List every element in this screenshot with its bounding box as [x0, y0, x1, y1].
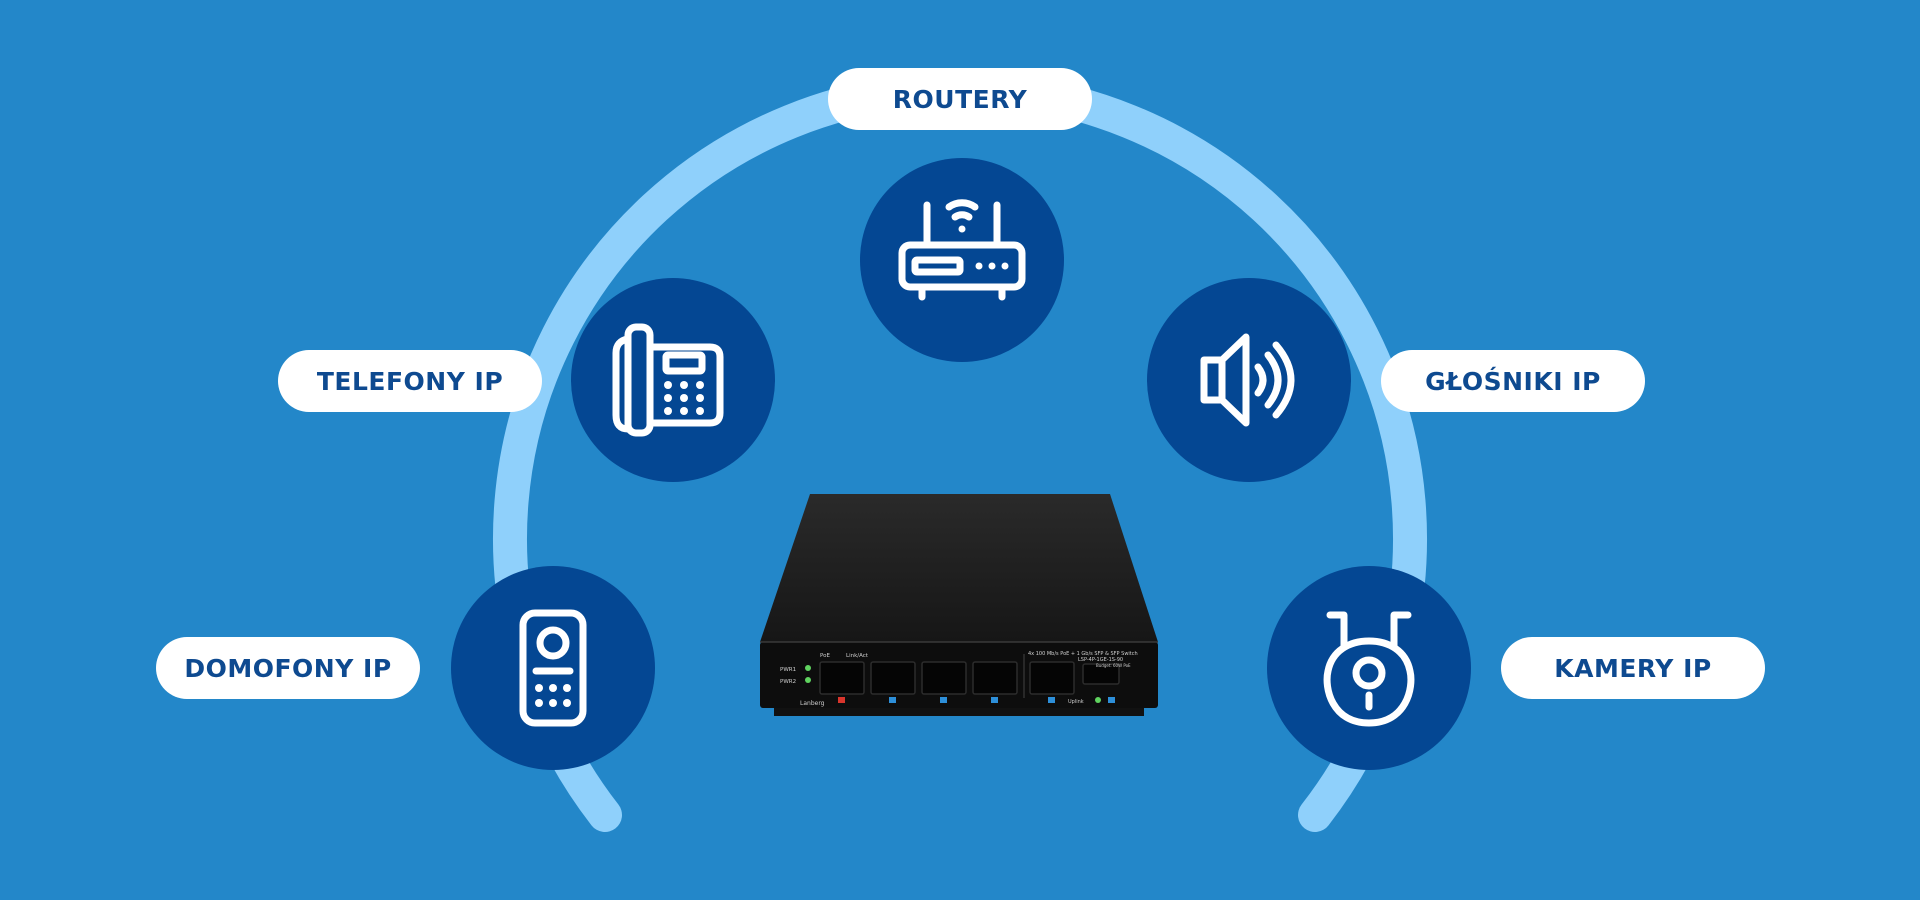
- model-code: LSP-4P-1GE-1S-90: [1078, 657, 1123, 663]
- budget-label: Budget: 60W PoE: [1096, 663, 1131, 668]
- label-kamery-ip: KAMERY IP: [1501, 637, 1765, 699]
- poe-switch: PWR1 PWR2 PoE Link/Act 4x 100 Mb/s PoE +…: [758, 492, 1162, 720]
- uplink-label: Uplink: [1068, 699, 1084, 705]
- router-icon: [898, 199, 1026, 301]
- speaker-circle: [1147, 278, 1351, 482]
- poe-label: PoE: [820, 653, 830, 659]
- pwr1-label: PWR1: [780, 667, 796, 673]
- label-domofony-ip: DOMOFONY IP: [156, 637, 420, 699]
- link-act-label: Link/Act: [846, 653, 869, 659]
- pwr2-label: PWR2: [780, 679, 796, 685]
- label-telefony-ip: TELEFONY IP: [278, 350, 542, 412]
- label-routery: ROUTERY: [828, 68, 1092, 130]
- desk-phone-icon: [612, 323, 724, 437]
- model-line: 4x 100 Mb/s PoE + 1 Gb/s SFP & SFP Switc…: [1028, 651, 1138, 657]
- brand-label: Lanberg: [800, 700, 825, 707]
- speaker-icon: [1200, 333, 1295, 427]
- camera-circle: [1267, 566, 1471, 770]
- poe-switch-image: PWR1 PWR2 PoE Link/Act 4x 100 Mb/s PoE +…: [760, 494, 1158, 716]
- label-glosniki-ip: GŁOŚNIKI IP: [1381, 350, 1645, 412]
- desk-phone-circle: [571, 278, 775, 482]
- intercom-icon: [519, 609, 587, 727]
- camera-icon: [1323, 611, 1415, 727]
- router-circle: [860, 158, 1064, 362]
- intercom-circle: [451, 566, 655, 770]
